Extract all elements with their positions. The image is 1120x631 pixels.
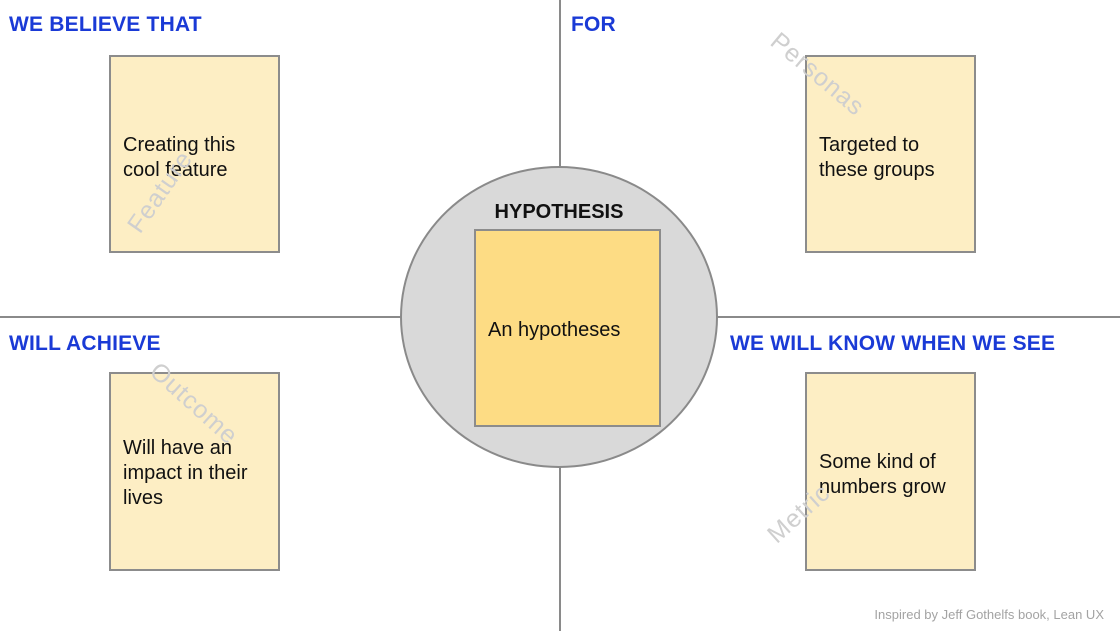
sticky-note-hypothesis: An hypotheses [474,229,661,427]
attribution-footer: Inspired by Jeff Gothelfs book, Lean UX [874,607,1104,622]
hypothesis-title: HYPOTHESIS [494,201,624,223]
heading-for: FOR [571,13,616,36]
heading-we-will-know-when-we-see: WE WILL KNOW WHEN WE SEE [730,332,1056,355]
heading-we-believe-that: WE BELIEVE THAT [9,13,202,36]
sticky-note-outcome: Will have an impact in their lives [109,372,280,571]
sticky-note-personas: Targeted to these groups [805,55,976,253]
sticky-note-feature: Creating this cool feature [109,55,280,253]
sticky-note-metric-text: Some kind of numbers grow [819,451,946,498]
sticky-note-outcome-text: Will have an impact in their lives [123,437,248,509]
sticky-note-personas-text: Targeted to these groups [819,134,935,181]
heading-will-achieve: WILL ACHIEVE [9,332,161,355]
sticky-note-feature-text: Creating this cool feature [123,134,236,181]
sticky-note-metric: Some kind of numbers grow [805,372,976,571]
sticky-note-hypothesis-text: An hypotheses [488,319,621,341]
